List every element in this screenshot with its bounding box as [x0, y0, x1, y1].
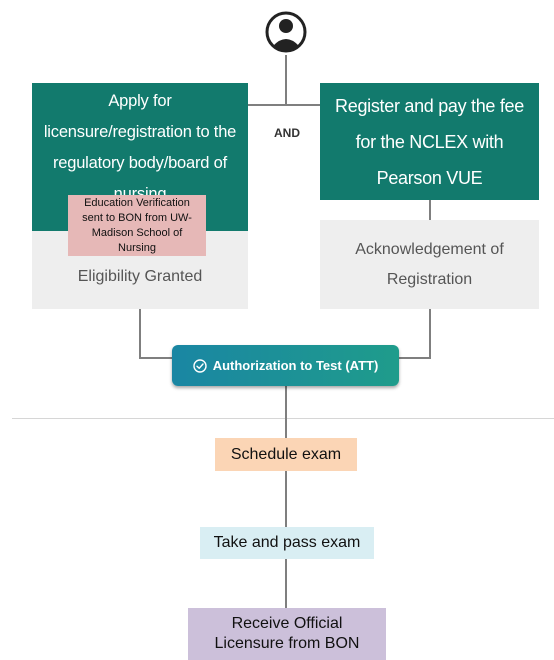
connector-top-vertical [285, 55, 287, 105]
connector-top-horizontal [248, 104, 321, 106]
connector-register-to-ack [429, 200, 431, 220]
acknowledgement-text: Acknowledgement of Registration [355, 240, 504, 288]
user-icon [265, 8, 307, 56]
receive-licensure-text: Receive Official Licensure from BON [214, 615, 360, 652]
connector-att-to-schedule [285, 385, 287, 438]
connector-left-horizontal [139, 357, 174, 359]
authorization-to-test-text: Authorization to Test (ATT) [212, 358, 379, 373]
education-verification-box: Education Verification sent to BON from … [68, 195, 206, 256]
authorization-to-test-box: Authorization to Test (ATT) [172, 345, 399, 386]
take-pass-exam-text: Take and pass exam [213, 534, 361, 551]
schedule-exam-box: Schedule exam [215, 438, 357, 471]
acknowledgement-box: Acknowledgement of Registration [320, 220, 539, 309]
apply-licensure-text: Apply for licensure/registration to the … [43, 92, 237, 203]
connector-left-vertical [139, 309, 141, 359]
register-nclex-text: Register and pay the fee for the NCLEX w… [335, 95, 524, 188]
connector-right-horizontal [398, 357, 431, 359]
take-pass-exam-box: Take and pass exam [200, 527, 374, 559]
connector-take-to-receive [285, 557, 287, 609]
connector-right-vertical [429, 309, 431, 359]
receive-licensure-box: Receive Official Licensure from BON [188, 608, 386, 660]
schedule-exam-text: Schedule exam [230, 445, 342, 463]
check-circle-icon [192, 358, 207, 373]
section-divider [12, 418, 554, 419]
education-verification-text: Education Verification sent to BON from … [82, 196, 192, 254]
connector-schedule-to-take [285, 470, 287, 528]
and-label: AND [274, 126, 300, 140]
register-nclex-box: Register and pay the fee for the NCLEX w… [320, 83, 539, 200]
eligibility-granted-text: Eligibility Granted [77, 268, 203, 285]
